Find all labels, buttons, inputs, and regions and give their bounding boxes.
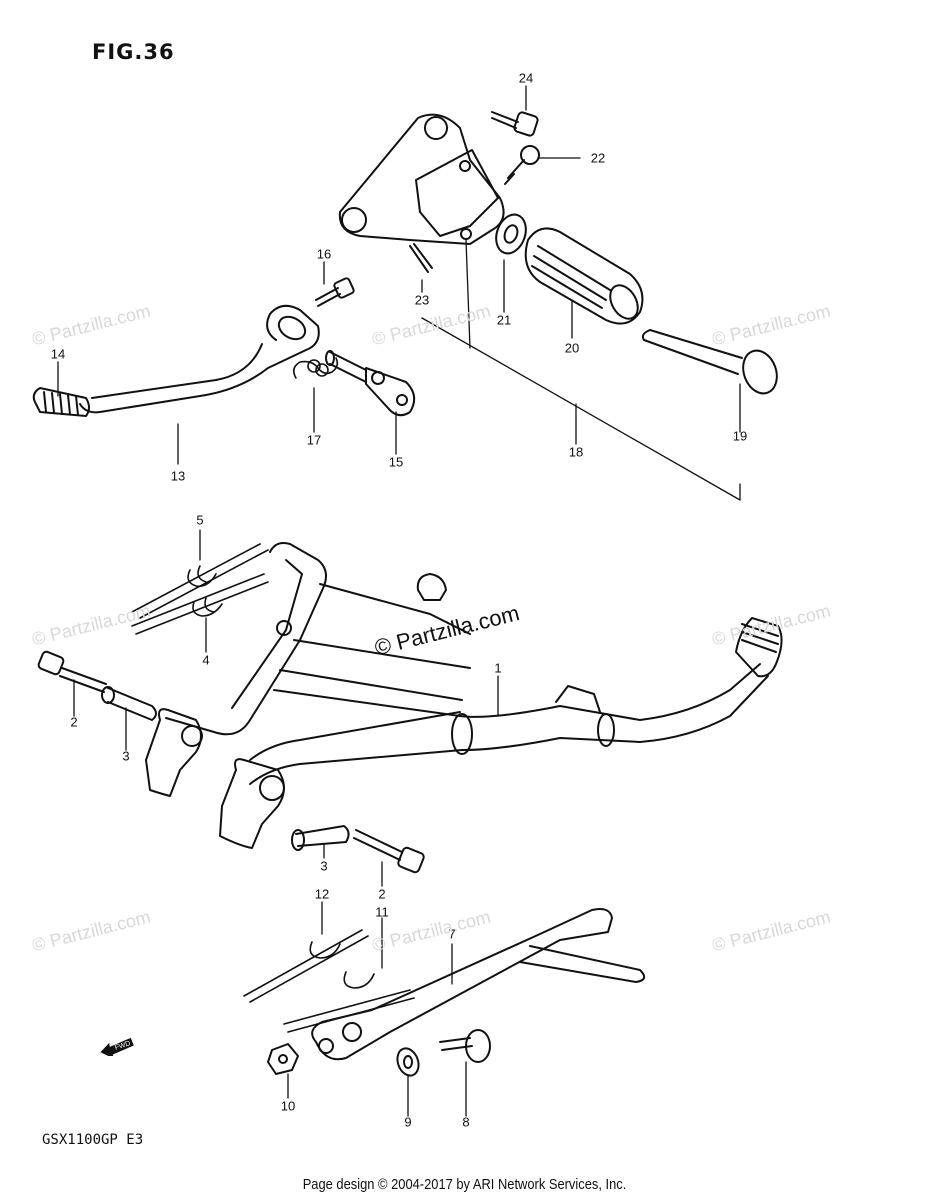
stand-foot-left (145, 708, 203, 797)
bolt-22 (504, 145, 540, 185)
callout-2-right: 2 (378, 886, 386, 902)
callout-13: 13 (170, 468, 186, 484)
bolt-8 (439, 1029, 491, 1063)
spring-17 (292, 357, 339, 379)
footrest-rubber-20 (524, 227, 644, 325)
bolt-16 (315, 277, 355, 307)
spring-12 (243, 929, 369, 1003)
bolt-2-left (37, 650, 107, 693)
callout-14: 14 (50, 346, 66, 362)
callout-bracket-18 (421, 239, 741, 501)
callout-18: 18 (568, 444, 584, 460)
bolt-24 (491, 111, 539, 137)
model-code: GSX1100GP E3 (42, 1132, 144, 1148)
shift-link-15 (325, 350, 416, 417)
callout-17: 17 (306, 432, 322, 448)
figure-title: FIG.36 (92, 40, 175, 64)
side-stand (311, 908, 646, 1061)
callout-9: 9 (404, 1114, 412, 1130)
callout-5: 5 (196, 512, 204, 528)
callout-16: 16 (316, 246, 332, 262)
callout-2-left: 2 (70, 714, 78, 730)
footrest-bracket (338, 113, 505, 245)
callout-4: 4 (202, 652, 210, 668)
spring-11 (283, 971, 415, 1033)
callout-22: 22 (590, 150, 606, 166)
washer-9 (396, 1047, 420, 1077)
callout-19: 19 (732, 428, 748, 444)
spring-5 (131, 543, 269, 619)
spring-4 (131, 573, 269, 635)
center-stand (165, 542, 783, 785)
bolt-2-right (353, 829, 425, 874)
washer-21 (495, 213, 527, 255)
callout-1: 1 (494, 660, 502, 676)
callout-23: 23 (414, 292, 430, 308)
callout-10: 10 (280, 1098, 296, 1114)
callout-20: 20 (564, 340, 580, 356)
stand-foot-right (219, 758, 285, 849)
fwd-arrow-icon: FWD (100, 1037, 134, 1056)
callout-24: 24 (518, 70, 534, 86)
pin-19 (641, 329, 778, 395)
callout-3-left: 3 (122, 748, 130, 764)
cotter-pin-23 (409, 243, 433, 273)
gear-shift-lever (32, 304, 320, 417)
collar-3-left (101, 686, 157, 721)
callout-12: 12 (314, 886, 330, 902)
callout-7: 7 (448, 926, 456, 942)
callout-21: 21 (496, 312, 512, 328)
leader-lines (57, 85, 741, 1117)
callout-11: 11 (375, 904, 389, 920)
footer-copyright: Page design © 2004-2017 by ARI Network S… (302, 1176, 627, 1193)
callout-15: 15 (388, 454, 404, 470)
fwd-label: FWD (114, 1040, 131, 1052)
callout-3-right: 3 (320, 858, 328, 874)
collar-3-right (291, 825, 350, 851)
callout-8: 8 (462, 1114, 470, 1130)
nut-10 (267, 1043, 299, 1075)
nut-6 (416, 573, 447, 601)
